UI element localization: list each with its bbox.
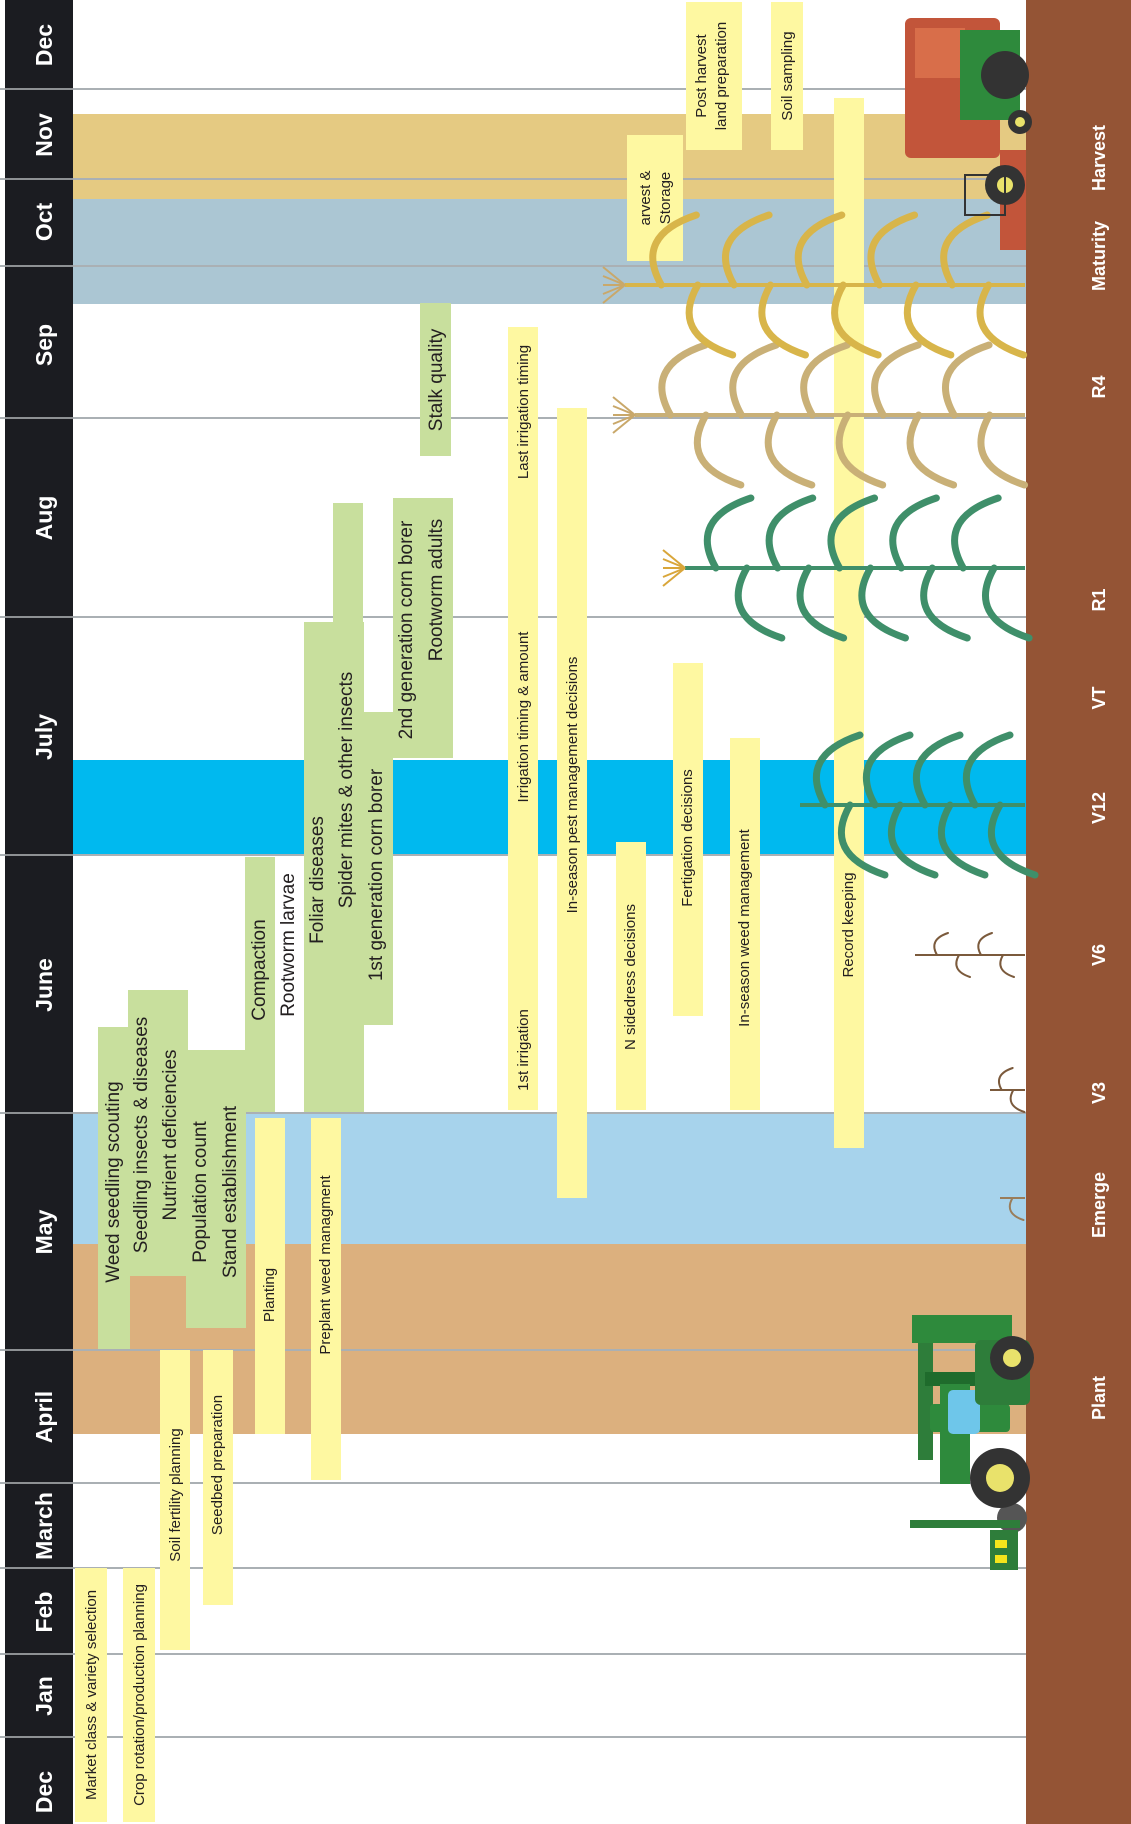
task-market-class: Market class & variety selection [83, 1590, 100, 1800]
month-label-12: Dec [31, 24, 57, 66]
growth-stage-label-8: Maturity [1089, 221, 1109, 291]
issue-rootworm-larvae: Rootworm larvae [278, 873, 299, 1017]
month-label-7: July [31, 714, 57, 760]
task-post-harvest-line2: land preparation [713, 22, 730, 130]
month-label-2: Feb [31, 1592, 57, 1633]
month-label-6: June [31, 958, 57, 1012]
month-label-10: Oct [31, 202, 57, 241]
task-irrigation-timing: Irrigation timing & amount [515, 631, 532, 803]
issue-nutrient-deficiencies: Nutrient deficiencies [160, 1049, 181, 1220]
month-label-4: April [31, 1391, 57, 1443]
task-last-irrigation: Last irrigation timing [515, 345, 532, 479]
issue-weed-seedling-scouting: Weed seedling scouting [103, 1081, 124, 1282]
issue-spider-mites: Spider mites & other insects [336, 672, 357, 909]
growth-stage-label-7: R4 [1089, 375, 1109, 398]
task-planting: Planting [261, 1268, 278, 1322]
month-label-0: Dec [31, 1771, 57, 1813]
month-label-3: March [31, 1492, 57, 1560]
issue-rootworm-adults: Rootworm adults [426, 519, 447, 662]
soil-band [1026, 0, 1131, 1824]
month-label-1: Jan [31, 1676, 57, 1716]
issue-first-gen-corn-borer: 1st generation corn borer [366, 768, 387, 981]
vegetative-season-band [72, 760, 1026, 855]
month-label-5: May [31, 1209, 57, 1254]
month-label-8: Aug [31, 496, 57, 541]
task-in-season-pest: In-season pest management decisions [564, 657, 581, 914]
task-harvest-storage-line2: Storage [657, 172, 674, 225]
task-preplant-weed: Preplant weed managment [317, 1175, 334, 1355]
task-fertigation: Fertigation decisions [679, 769, 696, 907]
issue-seedling-insects: Seedling insects & diseases [131, 1017, 152, 1254]
growth-stage-label-9: Harvest [1089, 125, 1109, 191]
month-label-9: Sep [31, 324, 57, 366]
task-in-season-weed: In-season weed management [736, 828, 753, 1026]
harvest-season-band [72, 114, 1026, 199]
issue-stand-establishment: Stand establishment [220, 1105, 241, 1278]
growth-stage-label-5: VT [1089, 686, 1109, 709]
issue-foliar-diseases: Foliar diseases [307, 816, 328, 944]
task-seedbed-preparation: Seedbed preparation [209, 1395, 226, 1535]
growth-stage-label-2: V3 [1089, 1082, 1109, 1104]
task-harvest-storage-line1: arvest & [637, 170, 654, 225]
maturity-season-band [72, 199, 1026, 304]
growth-stage-label-6: R1 [1089, 588, 1109, 611]
growth-stage-label-0: Plant [1089, 1376, 1109, 1420]
task-crop-rotation: Crop rotation/production planning [131, 1584, 148, 1806]
task-record-keeping: Record keeping [840, 872, 857, 977]
growth-stage-label-1: Emerge [1089, 1172, 1109, 1238]
task-first-irrigation: 1st irrigation [515, 1009, 532, 1091]
task-soil-fertility: Soil fertility planning [167, 1428, 184, 1561]
growth-stage-label-4: V12 [1089, 792, 1109, 824]
growth-stage-label-3: V6 [1089, 944, 1109, 966]
task-post-harvest-line1: Post harvest [693, 33, 710, 117]
task-n-sidedress: N sidedress decisions [622, 904, 639, 1050]
issue-stalk-quality: Stalk quality [426, 328, 447, 431]
issue-population-count: Population count [190, 1121, 211, 1263]
task-soil-sampling: Soil sampling [779, 31, 796, 120]
issue-compaction: Compaction [249, 919, 270, 1020]
month-label-11: Nov [31, 113, 57, 157]
issue-second-gen-corn-borer: 2nd generation corn borer [396, 520, 417, 739]
